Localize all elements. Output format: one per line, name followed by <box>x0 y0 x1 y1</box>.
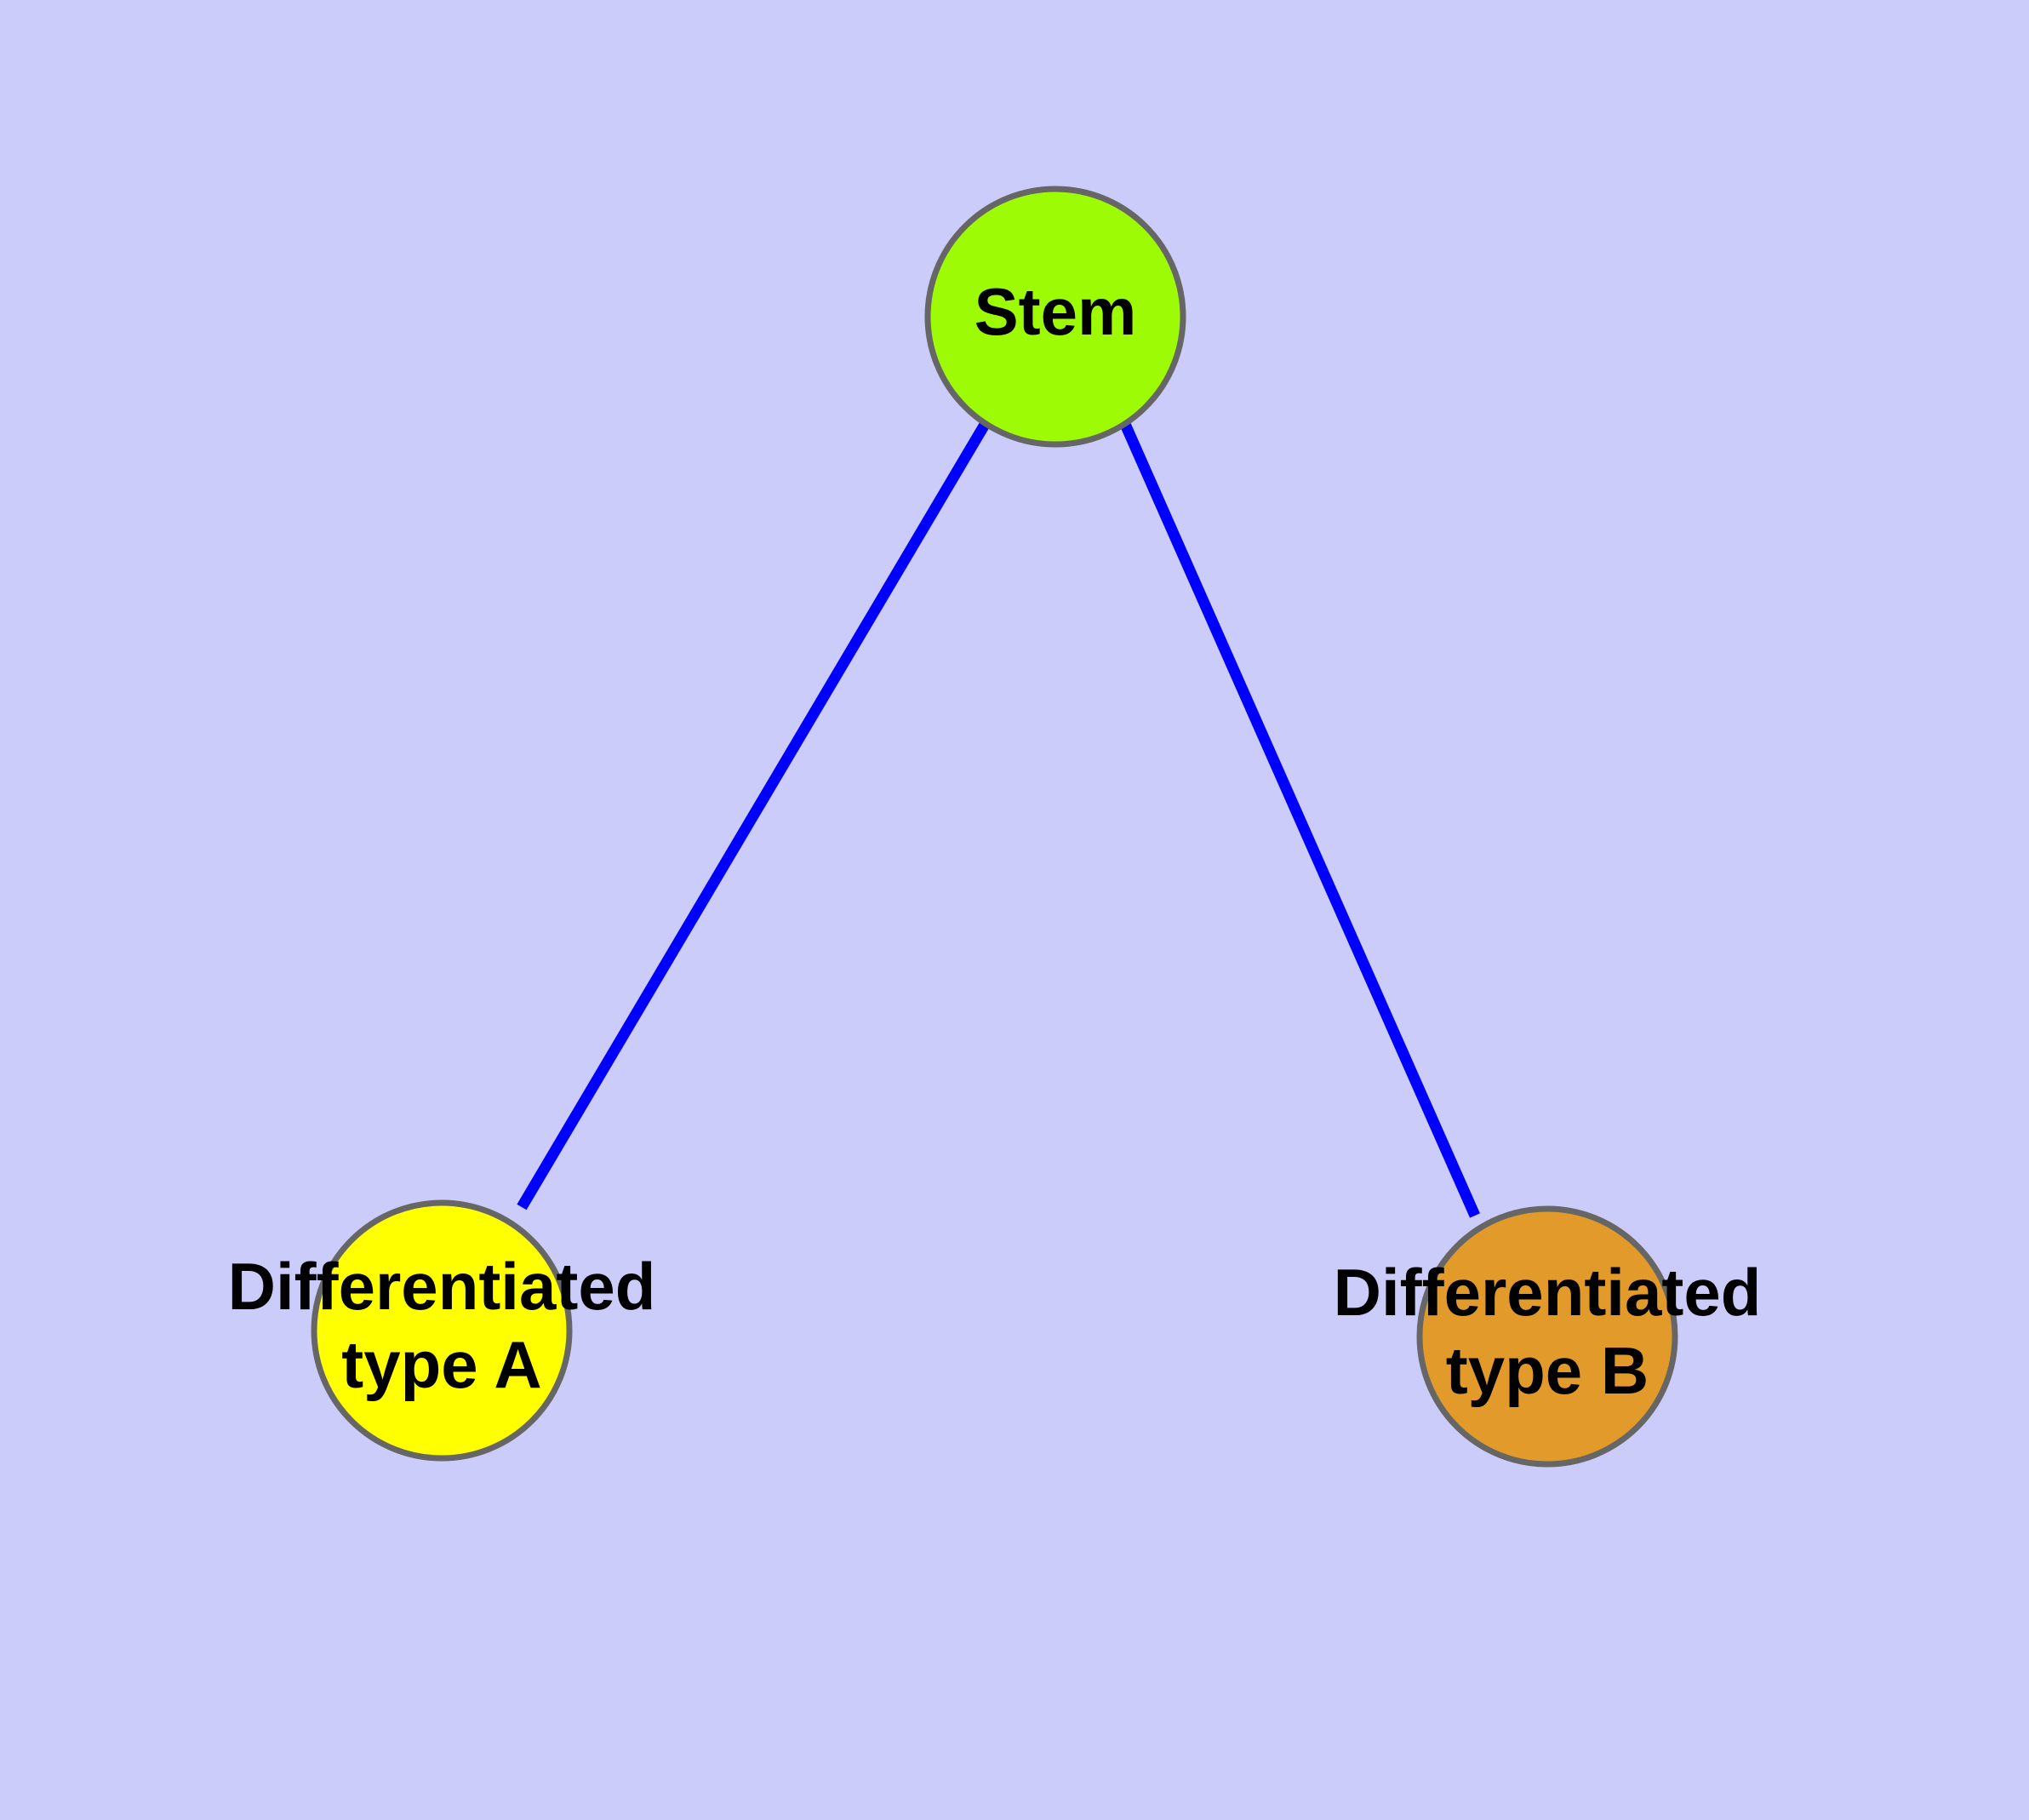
node-stem[interactable]: Stem <box>924 186 1186 448</box>
edge-stem-diff-a[interactable] <box>517 420 991 1210</box>
node-label-stem: Stem <box>974 274 1137 349</box>
node-circle-diff_b[interactable] <box>1416 1205 1678 1468</box>
node-label-line: Stem <box>974 274 1137 349</box>
node-circle-stem[interactable] <box>924 186 1186 448</box>
edge-stem-diff-b[interactable] <box>1119 420 1480 1218</box>
edges-layer <box>517 420 1480 1218</box>
node-label-line: Differentiated <box>228 1249 656 1324</box>
node-label-line: type B <box>1446 1333 1649 1408</box>
node-label-line: Differentiated <box>1334 1255 1762 1330</box>
node-circle-diff_a[interactable] <box>311 1199 573 1462</box>
node-label-line: type A <box>341 1327 542 1402</box>
